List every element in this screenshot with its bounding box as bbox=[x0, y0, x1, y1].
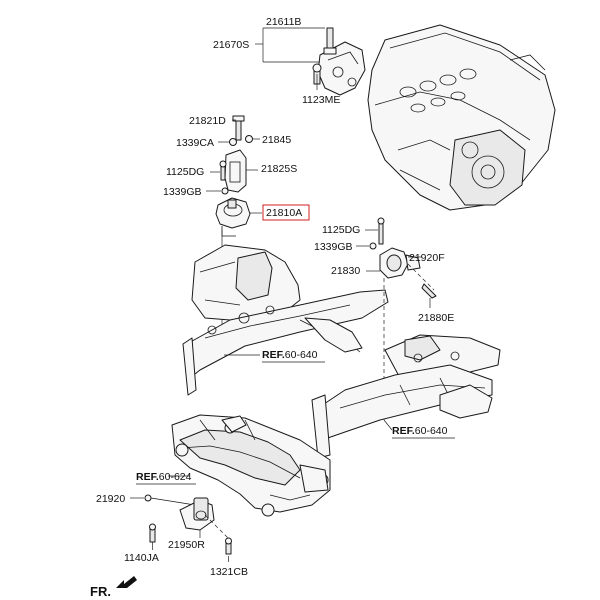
label-1339CA: 1339CA bbox=[176, 137, 214, 149]
label-21845: 21845 bbox=[262, 134, 291, 146]
engine-mount-bracket-21670S bbox=[312, 27, 366, 96]
label-1125DG-right: 1125DG bbox=[322, 224, 360, 236]
label-21950R: 21950R bbox=[168, 539, 205, 551]
highlight-box-21810A bbox=[262, 204, 310, 221]
ref-2-prefix: REF. bbox=[392, 425, 415, 437]
label-21830: 21830 bbox=[331, 265, 360, 277]
label-21611B: 21611B bbox=[266, 16, 301, 28]
ref-1-prefix: REF. bbox=[262, 349, 285, 361]
label-21920F: 21920F bbox=[409, 252, 445, 264]
engine-block bbox=[367, 24, 556, 211]
front-direction-arrow-icon bbox=[116, 576, 137, 588]
roll-mount-21950R bbox=[144, 494, 232, 555]
label-1125DG-left: 1125DG bbox=[166, 166, 204, 178]
label-21670S: 21670S bbox=[213, 39, 249, 51]
ref-label-3: REF.60-624 bbox=[136, 471, 192, 483]
ref-2-number: 60-640 bbox=[415, 425, 448, 437]
ref-label-1: REF.60-640 bbox=[262, 349, 318, 361]
right-side-member bbox=[311, 334, 501, 459]
label-1123ME: 1123ME bbox=[302, 94, 340, 106]
engine-mount-assembly-21810A bbox=[215, 115, 253, 330]
ref-label-2: REF.60-640 bbox=[392, 425, 448, 437]
label-1339GB-right: 1339GB bbox=[314, 241, 353, 253]
label-21920: 21920 bbox=[96, 493, 125, 505]
label-1321CB: 1321CB bbox=[210, 566, 248, 578]
transmission-mount-21830 bbox=[369, 217, 437, 420]
left-side-member bbox=[182, 244, 389, 396]
label-21821D: 21821D bbox=[189, 115, 226, 127]
ref-3-number: 60-624 bbox=[159, 471, 192, 483]
leader-lines bbox=[130, 27, 431, 562]
front-direction-label: FR. bbox=[90, 584, 111, 599]
label-21880E: 21880E bbox=[418, 312, 454, 324]
label-1339GB-left: 1339GB bbox=[163, 186, 202, 198]
ref-3-prefix: REF. bbox=[136, 471, 159, 483]
label-1140JA: 1140JA bbox=[124, 552, 159, 564]
ref-1-number: 60-640 bbox=[285, 349, 318, 361]
front-subframe bbox=[171, 414, 331, 517]
label-21825S: 21825S bbox=[261, 163, 297, 175]
label-21810A: 21810A bbox=[266, 207, 302, 219]
